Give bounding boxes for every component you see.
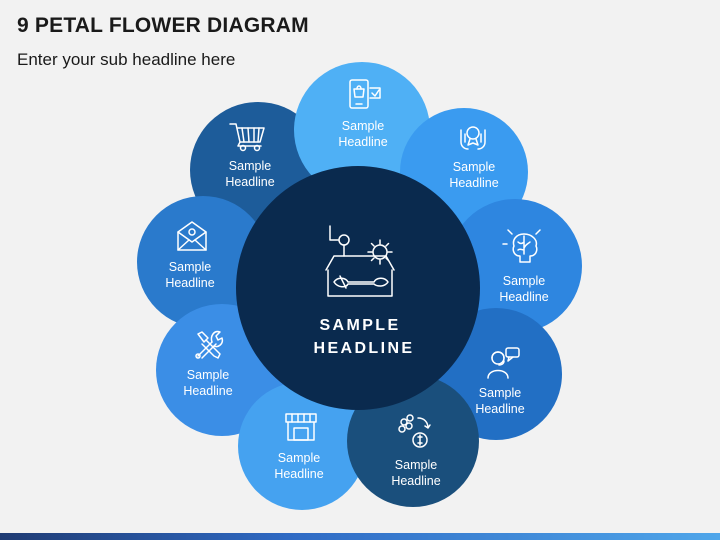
petal-4-label-line2: Headline (391, 474, 440, 488)
petal-7-label-line1: Sample (169, 260, 211, 274)
shop-icon (285, 413, 317, 441)
petal-2[interactable] (448, 199, 582, 333)
petal-2-label-line1: Sample (503, 274, 545, 288)
petal-5-label-line1: Sample (278, 451, 320, 465)
brain-idea-icon (502, 229, 541, 263)
petal-6-label-line1: Sample (187, 368, 229, 382)
petal-2-label-line2: Headline (499, 290, 548, 304)
petal-6-label-line2: Headline (183, 384, 232, 398)
page-title: 9 PETAL FLOWER DIAGRAM (17, 14, 309, 37)
petal-5-circle (238, 382, 366, 510)
center-headline-line1: SAMPLE (319, 317, 400, 334)
petal-0-circle (294, 62, 430, 198)
wrench-screwdriver-icon (195, 330, 224, 359)
tools-box-icon (325, 225, 395, 297)
page-subtitle: Enter your sub headline here (17, 50, 236, 69)
petal-0-label-line2: Headline (338, 135, 387, 149)
petal-1-label-line2: Headline (449, 176, 498, 190)
petal-4-label-line1: Sample (395, 458, 437, 472)
petal-0[interactable] (294, 62, 430, 198)
petal-5[interactable] (238, 382, 366, 510)
petal-3-label-line1: Sample (479, 386, 521, 400)
center-headline-line2: HEADLINE (314, 340, 415, 357)
bottom-accent-bar (0, 533, 720, 540)
email-icon (177, 221, 207, 251)
petal-1-label-line1: Sample (453, 160, 495, 174)
petal-5-label-line2: Headline (274, 467, 323, 481)
hands-award-icon (460, 126, 486, 150)
petal-0-label-line1: Sample (342, 119, 384, 133)
petal-7[interactable] (137, 196, 269, 328)
center-circle[interactable] (236, 166, 480, 410)
petal-3-label-line2: Headline (475, 402, 524, 416)
money-exchange-icon (398, 414, 431, 448)
petal-8-label-line2: Headline (225, 175, 274, 189)
petal-7-label-line2: Headline (165, 276, 214, 290)
petal-8-label-line1: Sample (229, 159, 271, 173)
petal-2-circle (448, 199, 582, 333)
petal-7-circle (137, 196, 269, 328)
mobile-shopping-icon (349, 79, 381, 109)
support-agent-icon (487, 347, 520, 379)
shopping-cart-icon (229, 123, 265, 152)
